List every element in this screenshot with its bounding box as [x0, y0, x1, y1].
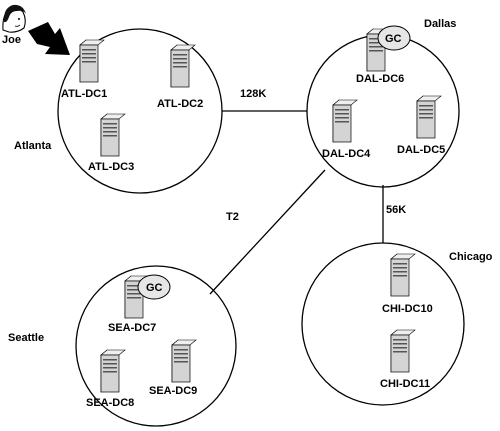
link-label-56k: 56K	[386, 204, 406, 216]
server-atl-dc3-icon	[100, 113, 126, 157]
user-joe-icon	[2, 4, 26, 33]
server-label-chi-dc11: CHI-DC11	[380, 378, 430, 390]
server-label-dal-dc6: DAL-DC6	[356, 73, 404, 85]
gc-badge-seattle	[137, 274, 171, 300]
site-label-atlanta: Atlanta	[14, 140, 52, 152]
link-dallas-seattle	[209, 169, 326, 295]
server-sea-dc8-icon	[100, 349, 126, 393]
server-label-sea-dc9: SEA-DC9	[149, 385, 197, 397]
server-label-atl-dc2: ATL-DC2	[157, 98, 203, 110]
link-label-128k: 128K	[240, 88, 266, 100]
site-label-seattle: Seattle	[8, 332, 44, 344]
server-label-chi-dc10: CHI-DC10	[382, 303, 433, 315]
server-label-atl-dc3: ATL-DC3	[88, 161, 134, 173]
server-atl-dc2-icon	[170, 44, 196, 88]
server-chi-dc10-icon	[390, 253, 416, 297]
gc-badge-dallas	[377, 25, 411, 51]
user-label-joe: Joe	[2, 34, 21, 46]
server-label-sea-dc8: SEA-DC8	[86, 397, 134, 409]
server-label-dal-dc4: DAL-DC4	[322, 148, 371, 160]
site-label-dallas: Dallas	[424, 18, 456, 30]
site-atlanta-circle	[57, 28, 223, 194]
site-label-chicago: Chicago	[449, 251, 493, 263]
server-label-atl-dc1: ATL-DC1	[61, 88, 107, 100]
arrow-icon	[28, 22, 70, 55]
gc-label-dallas: GC	[385, 33, 402, 45]
server-chi-dc11-icon	[390, 329, 416, 373]
server-label-sea-dc7: SEA-DC7	[108, 322, 156, 334]
server-sea-dc9-icon	[171, 339, 197, 383]
server-label-dal-dc5: DAL-DC5	[397, 144, 445, 156]
site-chicago-circle	[301, 242, 465, 406]
link-label-t2: T2	[226, 211, 239, 223]
site-seattle-circle	[75, 265, 237, 427]
server-dal-dc4-icon	[332, 99, 358, 143]
server-atl-dc1-icon	[79, 39, 105, 83]
gc-label-seattle: GC	[146, 282, 163, 294]
server-dal-dc5-icon	[416, 95, 442, 139]
